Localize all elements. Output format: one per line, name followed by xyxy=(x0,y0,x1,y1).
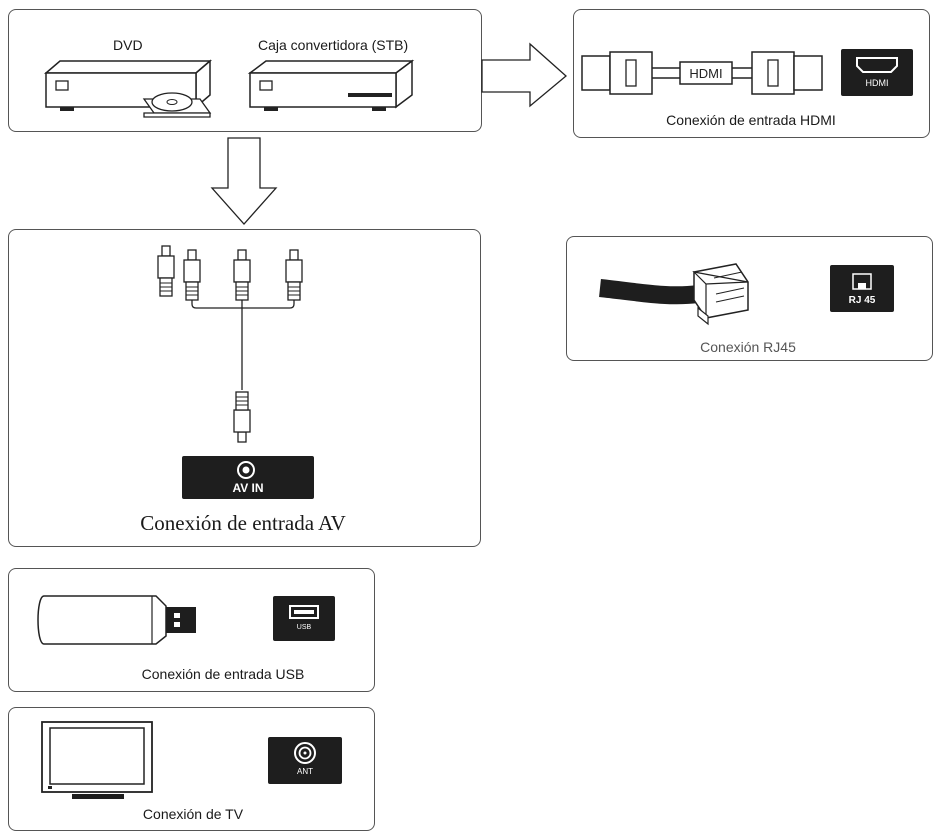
tv-caption: Conexión de TV xyxy=(142,806,244,822)
av-jack-icon xyxy=(237,461,255,479)
ant-port-label: ANT xyxy=(297,767,313,776)
rca-cable-icon xyxy=(157,245,303,443)
av-caption: Conexión de entrada AV xyxy=(140,511,346,535)
usb-flash-drive-icon xyxy=(37,595,196,645)
ethernet-cable-icon xyxy=(599,263,749,326)
dvd-player-icon xyxy=(43,59,213,118)
hdmi-cable-icon: HDMI xyxy=(581,51,823,95)
dvd-label: DVD xyxy=(113,37,143,53)
hdmi-cable-label: HDMI xyxy=(689,66,722,81)
set-top-box-icon xyxy=(247,59,415,111)
hdmi-port-label: HDMI xyxy=(865,78,889,88)
hdmi-port-icon xyxy=(856,57,898,73)
av-in-port-label: AV IN xyxy=(232,481,264,495)
rj45-port-label: RJ 45 xyxy=(848,295,876,306)
usb-port-label: USB xyxy=(296,624,312,631)
antenna-jack-icon xyxy=(294,742,316,764)
rj45-caption: Conexión RJ45 xyxy=(700,339,796,355)
arrow-down-icon xyxy=(210,137,278,225)
rj45-port-icon xyxy=(852,273,872,290)
usb-port-icon xyxy=(289,605,319,619)
stb-label: Caja convertidora (STB) xyxy=(258,37,409,53)
arrow-right-icon xyxy=(481,42,567,108)
usb-caption: Conexión de entrada USB xyxy=(141,666,305,682)
tv-icon xyxy=(41,721,153,799)
hdmi-caption: Conexión de entrada HDMI xyxy=(666,112,836,128)
